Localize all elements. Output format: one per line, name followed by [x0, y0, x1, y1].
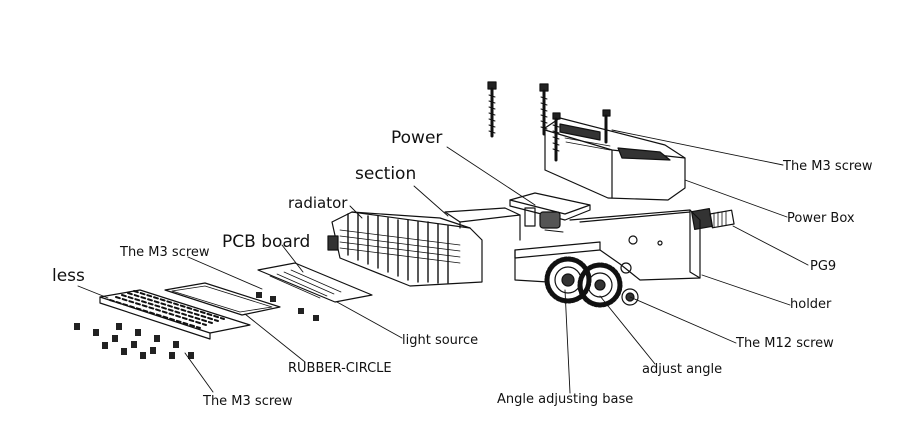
m3-screws-pcb	[256, 292, 319, 321]
label-rubber-circle: RUBBER-CIRCLE	[288, 361, 392, 376]
radiator	[327, 211, 483, 287]
m3-screw-long-3	[552, 112, 561, 162]
rubber-circle-frame	[164, 282, 281, 316]
leader-lines	[77, 129, 809, 394]
label-adjust-angle: adjust angle	[642, 362, 723, 377]
lens-cover	[99, 289, 251, 340]
pg9-gland	[690, 207, 735, 231]
power-box	[544, 117, 686, 201]
label-light-source: light source	[402, 333, 479, 348]
label-m3-screw-top: The M3 screw	[783, 159, 873, 174]
label-angle-adjusting-base: Angle adjusting base	[497, 392, 634, 407]
m3-screw-long-2	[539, 83, 549, 136]
pcb-board	[257, 262, 373, 303]
label-section: section	[355, 164, 417, 184]
label-power: Power	[391, 128, 443, 148]
label-pg9: PG9	[810, 259, 837, 274]
m3-screws-lens	[74, 323, 194, 359]
label-less: less	[52, 266, 85, 286]
label-radiator: radiator	[288, 194, 348, 212]
angle-adjusting-base-gear	[544, 256, 592, 304]
holder-bracket	[444, 207, 701, 283]
label-m3-screw-bottom: The M3 screw	[203, 394, 293, 409]
label-holder: holder	[790, 297, 832, 312]
label-m3-screw-pcb: The M3 screw	[120, 245, 210, 260]
label-m12-screw: The M12 screw	[736, 336, 834, 351]
m3-screw-long-4	[602, 109, 611, 144]
adjust-angle-gear	[577, 262, 623, 308]
label-pcb-board: PCB board	[222, 232, 311, 252]
power-section-plate	[509, 192, 591, 233]
m3-screw-long-1	[487, 81, 497, 138]
label-power-box: Power Box	[787, 211, 855, 226]
